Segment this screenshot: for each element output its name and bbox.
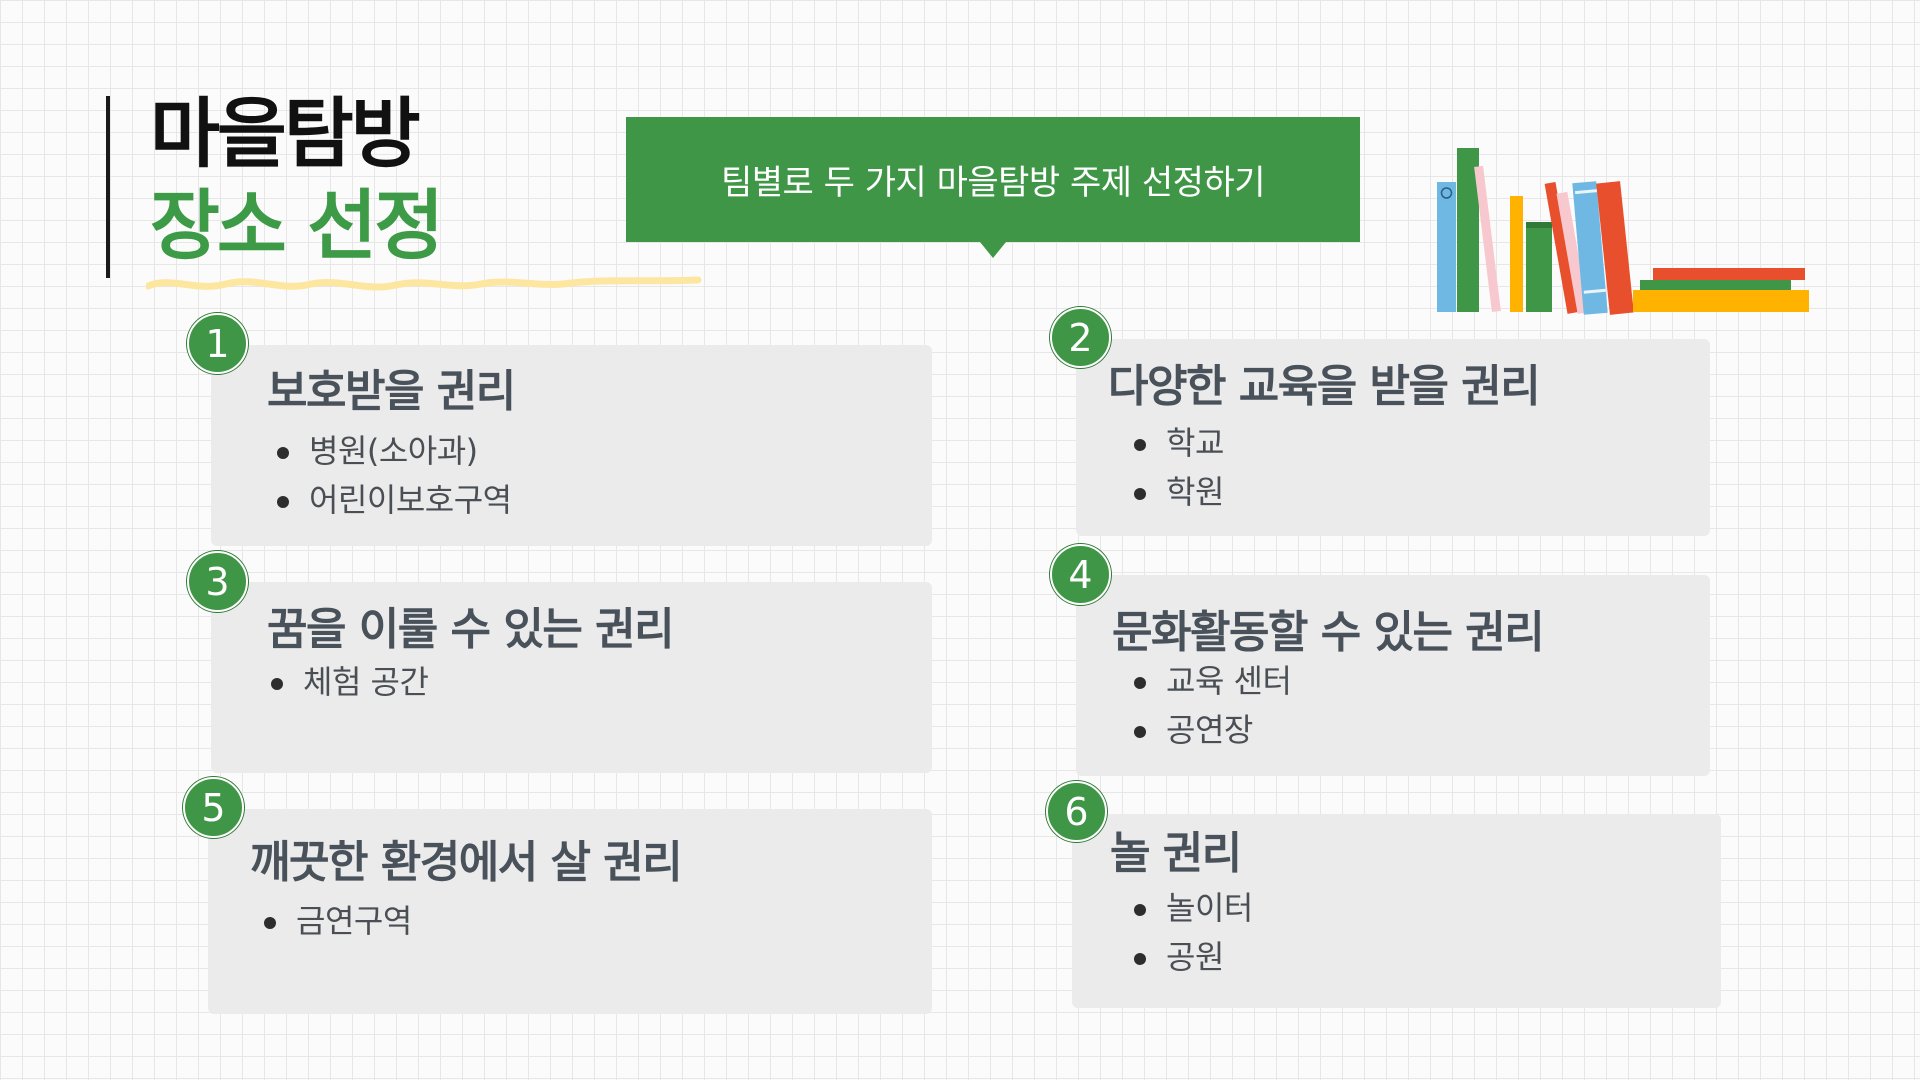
card-title: 꿈을 이룰 수 있는 권리: [267, 604, 675, 655]
card-item-list: 교육 센터 공연장: [1132, 657, 1292, 755]
rights-card-4: 문화활동할 수 있는 권리 교육 센터 공연장: [1076, 575, 1710, 776]
card-number-badge-5: 5: [183, 777, 244, 838]
squiggle-underline-icon: [146, 276, 702, 291]
card-item-list: 병원(소아과) 어린이보호구역: [275, 427, 512, 525]
rights-card-1: 보호받을 권리 병원(소아과) 어린이보호구역: [211, 345, 932, 546]
page-title: 마을탐방: [150, 89, 421, 178]
title-accent-bar: [106, 96, 110, 278]
list-item: 학원: [1132, 468, 1224, 517]
card-number-badge-3: 3: [187, 551, 248, 612]
topic-banner-text: 팀별로 두 가지 마을탐방 주제 선정하기: [720, 163, 1266, 203]
rights-card-2: 다양한 교육을 받을 권리 학교 학원: [1076, 339, 1710, 536]
rights-card-3: 꿈을 이룰 수 있는 권리 체험 공간: [211, 582, 932, 773]
card-number-badge-6: 6: [1046, 781, 1107, 842]
books-icon: [1437, 148, 1809, 315]
list-item: 어린이보호구역: [275, 476, 512, 525]
list-item: 금연구역: [262, 897, 412, 946]
card-item-list: 놀이터 공원: [1132, 884, 1253, 982]
topic-banner: 팀별로 두 가지 마을탐방 주제 선정하기: [626, 117, 1360, 242]
card-title: 놀 권리: [1110, 828, 1242, 879]
card-item-list: 학교 학원: [1132, 419, 1224, 517]
card-item-list: 체험 공간: [269, 658, 429, 707]
list-item: 공원: [1132, 933, 1253, 982]
list-item: 놀이터: [1132, 884, 1253, 933]
card-number-badge-2: 2: [1050, 307, 1111, 368]
rights-card-6: 놀 권리 놀이터 공원: [1072, 814, 1721, 1008]
list-item: 교육 센터: [1132, 657, 1292, 706]
banner-pointer: [980, 242, 1006, 258]
card-title: 깨끗한 환경에서 살 권리: [250, 837, 683, 888]
page-subtitle: 장소 선정: [150, 181, 444, 270]
card-title: 문화활동할 수 있는 권리: [1112, 607, 1545, 658]
list-item: 학교: [1132, 419, 1224, 468]
list-item: 병원(소아과): [275, 427, 512, 476]
card-number-badge-1: 1: [187, 313, 248, 374]
card-number-badge-4: 4: [1050, 544, 1111, 605]
card-title: 보호받을 권리: [267, 366, 516, 417]
card-item-list: 금연구역: [262, 897, 412, 946]
card-title: 다양한 교육을 받을 권리: [1108, 361, 1541, 412]
rights-card-5: 깨끗한 환경에서 살 권리 금연구역: [208, 809, 932, 1014]
list-item: 공연장: [1132, 706, 1291, 755]
list-item: 체험 공간: [269, 658, 429, 707]
